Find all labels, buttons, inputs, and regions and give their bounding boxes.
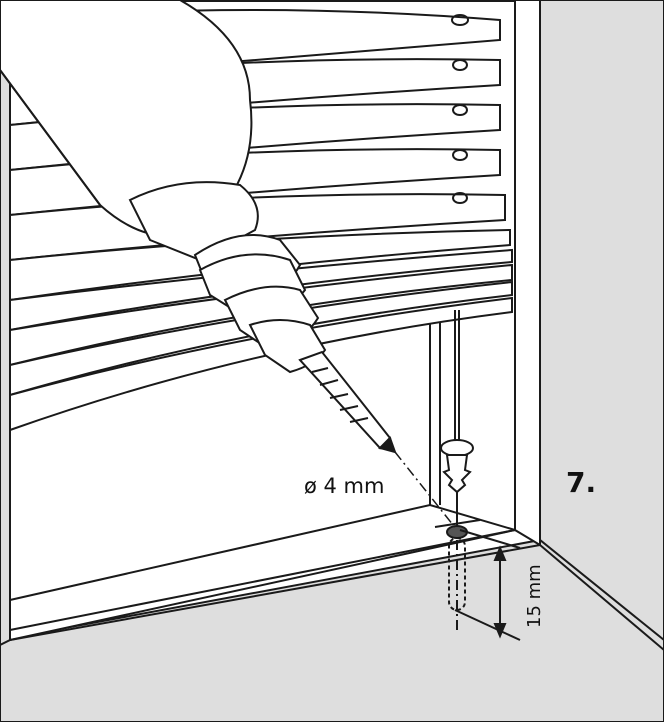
window-sill [9,503,541,642]
step-number: 7. [566,466,596,499]
drill-icon [0,0,327,374]
drill-bit-icon [298,350,397,454]
window-frame [429,308,441,505]
drill-axis-line [394,451,458,531]
drill-diameter-label: ø 4 mm [304,474,384,498]
blind-cord [454,310,460,440]
depth-label: 15 mm [524,564,545,628]
anchor-plug-icon [440,439,474,528]
diameter-label-bg [298,470,396,498]
depth-dimension [454,529,521,641]
